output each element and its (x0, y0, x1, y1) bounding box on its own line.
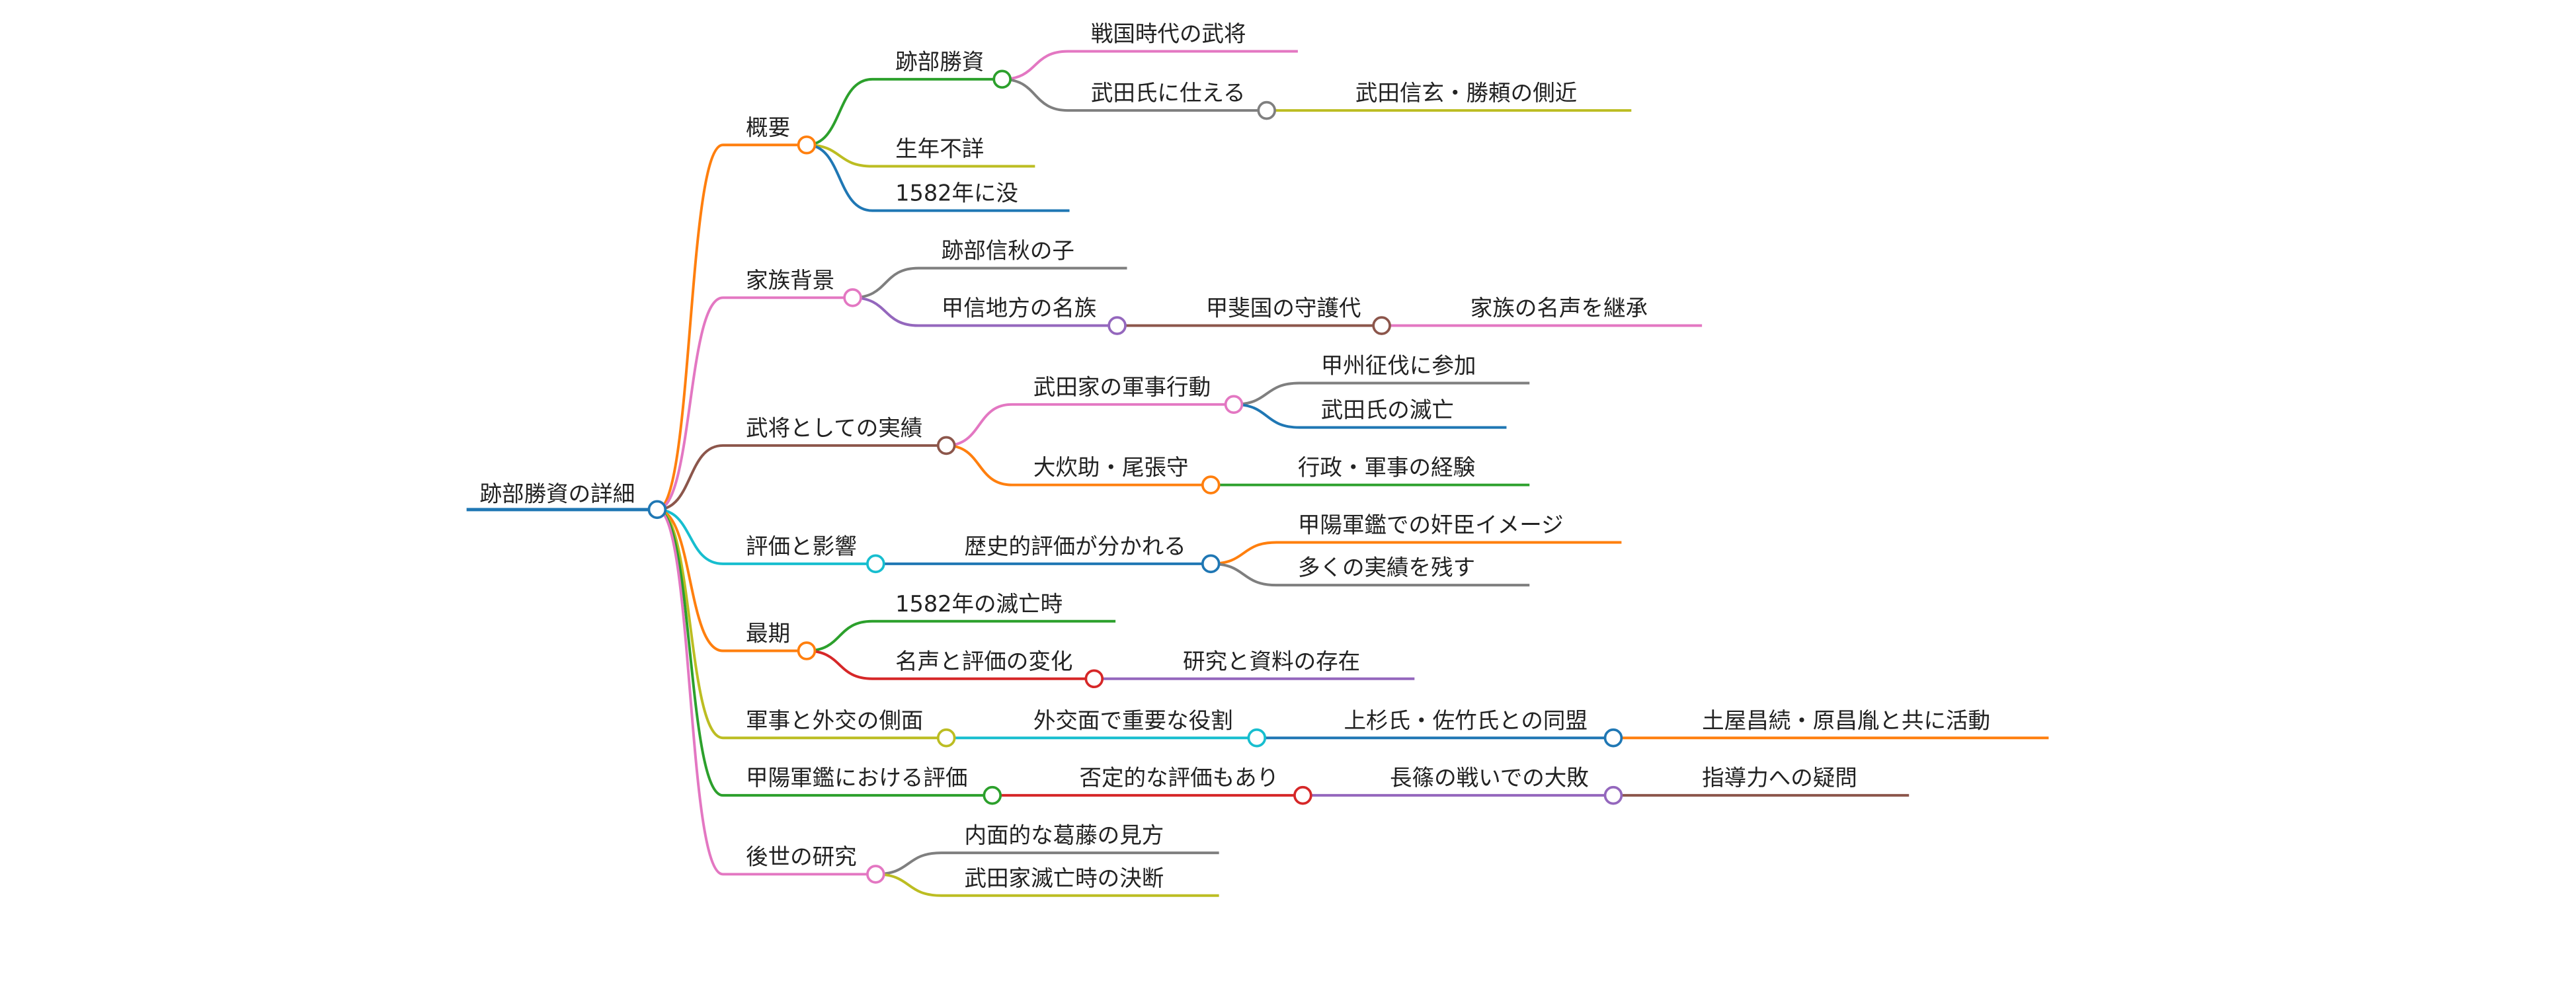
edge-n1 (657, 143, 807, 511)
node-label-n3b[interactable]: 大炊助・尾張守 (1033, 455, 1189, 481)
edge-n3 (657, 444, 947, 511)
edge-n2 (657, 296, 853, 511)
node-circle-n3a[interactable] (1224, 395, 1244, 414)
node-circle-n1a[interactable] (992, 69, 1012, 89)
node-circle-n6a1[interactable] (1603, 728, 1623, 748)
node-circle-n2[interactable] (843, 288, 862, 307)
node-circle-n5b[interactable] (1084, 669, 1104, 689)
node-label-n7[interactable]: 甲陽軍鑑における評価 (746, 765, 967, 791)
node-circle-n2b[interactable] (1107, 316, 1127, 335)
node-label-n4a1[interactable]: 甲陽軍鑑での奸臣イメージ (1298, 512, 1564, 538)
edge-n1a (806, 77, 1002, 147)
node-circle-n4a[interactable] (1201, 554, 1221, 574)
node-circle-n7[interactable] (983, 785, 1002, 805)
node-circle-n2b1[interactable] (1372, 316, 1391, 335)
node-circle-n3b[interactable] (1201, 475, 1221, 494)
node-circle-n1[interactable] (797, 135, 817, 155)
node-circle-n7a[interactable] (1293, 785, 1312, 805)
node-label-n4[interactable]: 評価と影響 (746, 533, 857, 559)
node-label-n6a1a[interactable]: 土屋昌続・原昌胤と共に活動 (1702, 707, 1990, 733)
node-label-n1c[interactable]: 1582年に没 (895, 180, 1018, 206)
node-label-n2b1[interactable]: 甲斐国の守護代 (1206, 295, 1361, 321)
node-label-n2a[interactable]: 跡部信秋の子 (942, 238, 1074, 264)
edge-n8b (875, 873, 1219, 897)
edge-n5 (657, 508, 807, 652)
edge-n4a1 (1211, 541, 1622, 565)
root-node-label[interactable]: 跡部勝資の詳細 (480, 481, 635, 506)
node-circle-n4[interactable] (866, 554, 885, 574)
node-circle-n6[interactable] (936, 728, 956, 748)
node-label-n5b1[interactable]: 研究と資料の存在 (1183, 649, 1360, 674)
edge-n1b (806, 143, 1035, 168)
root-node-circle[interactable] (647, 500, 667, 520)
node-label-n3a[interactable]: 武田家の軍事行動 (1033, 374, 1211, 400)
node-label-n2b1a[interactable]: 家族の名声を継承 (1470, 295, 1648, 321)
node-circle-n3[interactable] (936, 436, 956, 455)
node-label-n1a2a[interactable]: 武田信玄・勝頼の側近 (1355, 80, 1577, 106)
node-label-n3b1[interactable]: 行政・軍事の経験 (1298, 455, 1475, 481)
node-circle-n6a[interactable] (1247, 728, 1267, 748)
node-label-n1b[interactable]: 生年不詳 (895, 136, 984, 162)
edge-n2a (852, 266, 1127, 299)
node-label-n6a1[interactable]: 上杉氏・佐竹氏との同盟 (1344, 707, 1588, 733)
node-label-n1a[interactable]: 跡部勝資 (895, 49, 984, 75)
mindmap-nodes (647, 69, 1623, 884)
node-label-n1a2[interactable]: 武田氏に仕える (1091, 80, 1246, 106)
node-circle-n8[interactable] (866, 865, 885, 884)
edge-n2b (852, 296, 1117, 327)
edge-n5a (806, 619, 1116, 652)
node-label-n3a1[interactable]: 甲州征伐に参加 (1321, 353, 1476, 379)
edge-n4 (657, 508, 876, 565)
edge-n3a (946, 403, 1234, 447)
node-label-n2b[interactable]: 甲信地方の名族 (942, 295, 1097, 321)
edge-n1a2 (1002, 77, 1267, 112)
node-label-n5[interactable]: 最期 (746, 621, 790, 647)
edge-n8a (875, 851, 1219, 876)
node-label-n4a2[interactable]: 多くの実績を残す (1298, 555, 1475, 580)
edge-n3a1 (1234, 381, 1530, 406)
node-label-n3[interactable]: 武将としての実績 (746, 415, 922, 441)
node-circle-n7a1[interactable] (1603, 785, 1623, 805)
node-label-n6[interactable]: 軍事と外交の側面 (746, 707, 923, 733)
edge-n1a1 (1002, 50, 1298, 81)
edge-n8 (657, 508, 876, 876)
node-label-n6a[interactable]: 外交面で重要な役割 (1033, 707, 1233, 733)
node-label-n8a[interactable]: 内面的な葛藤の見方 (965, 822, 1164, 848)
edge-n3a2 (1234, 403, 1507, 429)
node-label-n7a1[interactable]: 長篠の戦いでの大敗 (1390, 765, 1589, 791)
node-label-n4a[interactable]: 歴史的評価が分かれる (965, 533, 1186, 559)
node-label-n2[interactable]: 家族背景 (746, 267, 834, 293)
node-label-n7a1a[interactable]: 指導力への疑問 (1702, 765, 1857, 791)
node-label-n8[interactable]: 後世の研究 (746, 844, 857, 870)
edge-n4a2 (1211, 562, 1530, 587)
node-label-n3a2[interactable]: 武田氏の滅亡 (1321, 397, 1454, 423)
edge-n3b (946, 444, 1211, 487)
node-label-n7a[interactable]: 否定的な評価もあり (1079, 765, 1279, 791)
node-label-n8b[interactable]: 武田家滅亡時の決断 (965, 865, 1164, 891)
node-label-n1a1[interactable]: 戦国時代の武将 (1091, 21, 1246, 47)
node-label-n5b[interactable]: 名声と評価の変化 (895, 649, 1072, 674)
node-circle-n1a2[interactable] (1257, 100, 1276, 120)
edge-n1c (806, 143, 1070, 212)
node-label-n1[interactable]: 概要 (746, 114, 790, 140)
edge-n5b (806, 649, 1094, 680)
node-label-n5a[interactable]: 1582年の滅亡時 (895, 591, 1063, 617)
node-circle-n5[interactable] (797, 641, 817, 660)
mindmap-edges (466, 50, 2049, 897)
